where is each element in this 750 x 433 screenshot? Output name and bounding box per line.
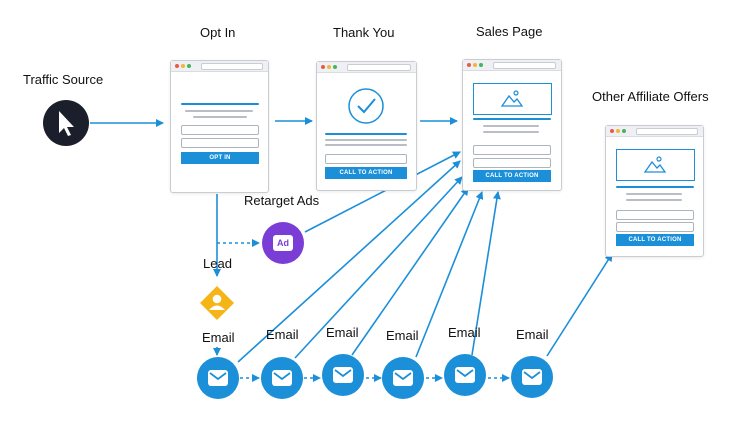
email-label-2: Email bbox=[266, 327, 299, 342]
arrow-email6-to-offers bbox=[546, 253, 613, 357]
traffic-source-node[interactable] bbox=[43, 100, 89, 146]
thank-you-page[interactable]: CALL TO ACTION bbox=[316, 61, 417, 191]
ad-icon: Ad bbox=[273, 235, 293, 251]
traffic-source-label: Traffic Source bbox=[23, 72, 104, 87]
person-icon bbox=[200, 286, 234, 320]
arrow-email5-to-sales bbox=[471, 191, 501, 356]
arrow-email3-to-sales bbox=[351, 187, 469, 356]
other-offers-label: Other Affiliate Offers bbox=[592, 89, 709, 104]
image-icon bbox=[500, 90, 524, 107]
arrow-email2-to-sales bbox=[294, 176, 463, 359]
arrow-email1-to-sales bbox=[237, 160, 461, 363]
envelope-icon bbox=[455, 367, 475, 383]
other-offers-page[interactable]: CALL TO ACTION bbox=[605, 125, 704, 257]
envelope-icon bbox=[208, 370, 228, 386]
sales-field-2[interactable] bbox=[473, 158, 551, 168]
email-node-3[interactable] bbox=[322, 354, 364, 396]
lead-label: Lead bbox=[203, 256, 232, 271]
thank-you-label: Thank You bbox=[333, 25, 395, 40]
email-label-6: Email bbox=[516, 327, 549, 342]
arrow-ad-to-sales bbox=[304, 151, 461, 233]
email-label-1: Email bbox=[202, 330, 235, 345]
email-node-6[interactable] bbox=[511, 356, 553, 398]
envelope-icon bbox=[393, 370, 413, 386]
lead-node[interactable] bbox=[199, 285, 235, 321]
envelope-icon bbox=[522, 369, 542, 385]
opt-in-page[interactable]: OPT IN bbox=[170, 60, 269, 193]
email-node-1[interactable] bbox=[197, 357, 239, 399]
arrow-email4-to-sales bbox=[415, 191, 484, 358]
offers-field-1[interactable] bbox=[616, 210, 694, 220]
opt-in-button[interactable]: OPT IN bbox=[181, 152, 259, 164]
image-icon bbox=[643, 156, 667, 173]
sales-page[interactable]: CALL TO ACTION bbox=[462, 59, 562, 191]
envelope-icon bbox=[333, 367, 353, 383]
checkmark-icon bbox=[348, 88, 384, 124]
ad-node[interactable]: Ad bbox=[262, 222, 304, 264]
thank-you-field[interactable] bbox=[325, 154, 407, 164]
email-node-2[interactable] bbox=[261, 357, 303, 399]
sales-image-placeholder bbox=[473, 83, 552, 115]
email-label-3: Email bbox=[326, 325, 359, 340]
retarget-ads-label: Retarget Ads bbox=[244, 193, 320, 208]
email-label-5: Email bbox=[448, 325, 481, 340]
sales-page-label: Sales Page bbox=[476, 24, 543, 39]
opt-in-email-field[interactable] bbox=[181, 138, 259, 148]
cursor-icon bbox=[59, 111, 74, 136]
email-label-4: Email bbox=[386, 328, 419, 343]
email-node-5[interactable] bbox=[444, 354, 486, 396]
sales-field-1[interactable] bbox=[473, 145, 551, 155]
thank-you-cta-button[interactable]: CALL TO ACTION bbox=[325, 167, 407, 179]
offers-cta-button[interactable]: CALL TO ACTION bbox=[616, 234, 694, 246]
email-node-4[interactable] bbox=[382, 357, 424, 399]
offers-field-2[interactable] bbox=[616, 222, 694, 232]
opt-in-label: Opt In bbox=[200, 25, 236, 40]
opt-in-name-field[interactable] bbox=[181, 125, 259, 135]
envelope-icon bbox=[272, 370, 292, 386]
offers-image-placeholder bbox=[616, 149, 695, 181]
sales-cta-button[interactable]: CALL TO ACTION bbox=[473, 170, 551, 182]
